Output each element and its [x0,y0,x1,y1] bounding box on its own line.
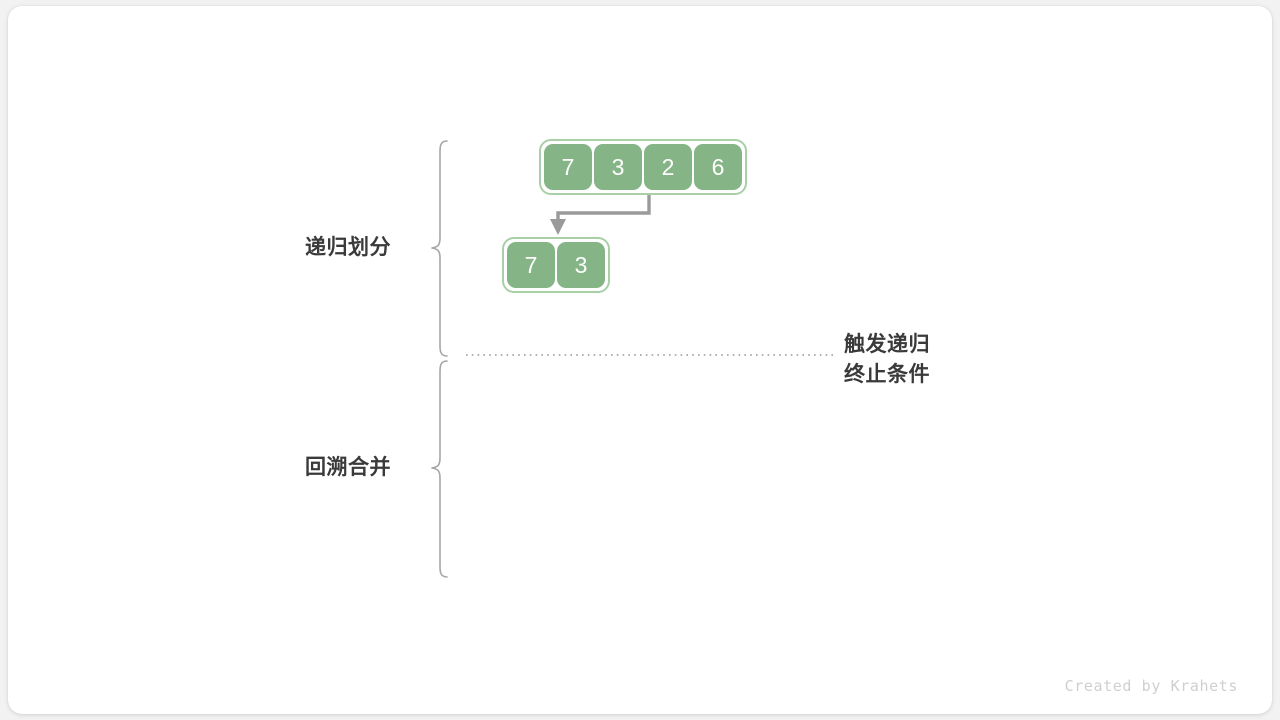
array-top: 7 3 2 6 [539,139,747,195]
watermark: Created by Krahets [1064,677,1238,695]
phase-label-divide: 递归划分 [305,236,391,259]
array-cell: 2 [644,144,692,190]
curly-brace-icon-merge [431,360,448,578]
down-arrow-icon-split [556,188,651,222]
array-cell: 6 [694,144,742,190]
down-arrow-icon-head [550,219,566,235]
array-sub: 7 3 [502,237,610,293]
array-cell: 7 [544,144,592,190]
array-cell: 7 [507,242,555,288]
termination-condition-line1: 触发递归 [844,333,930,356]
phase-label-merge: 回溯合并 [305,456,391,479]
termination-condition-line2: 终止条件 [844,363,930,386]
diagram-card [8,6,1272,714]
array-cell: 3 [594,144,642,190]
array-cell: 3 [557,242,605,288]
termination-condition-label: 触发递归 终止条件 [844,330,930,390]
curly-brace-icon-divide [431,140,448,357]
